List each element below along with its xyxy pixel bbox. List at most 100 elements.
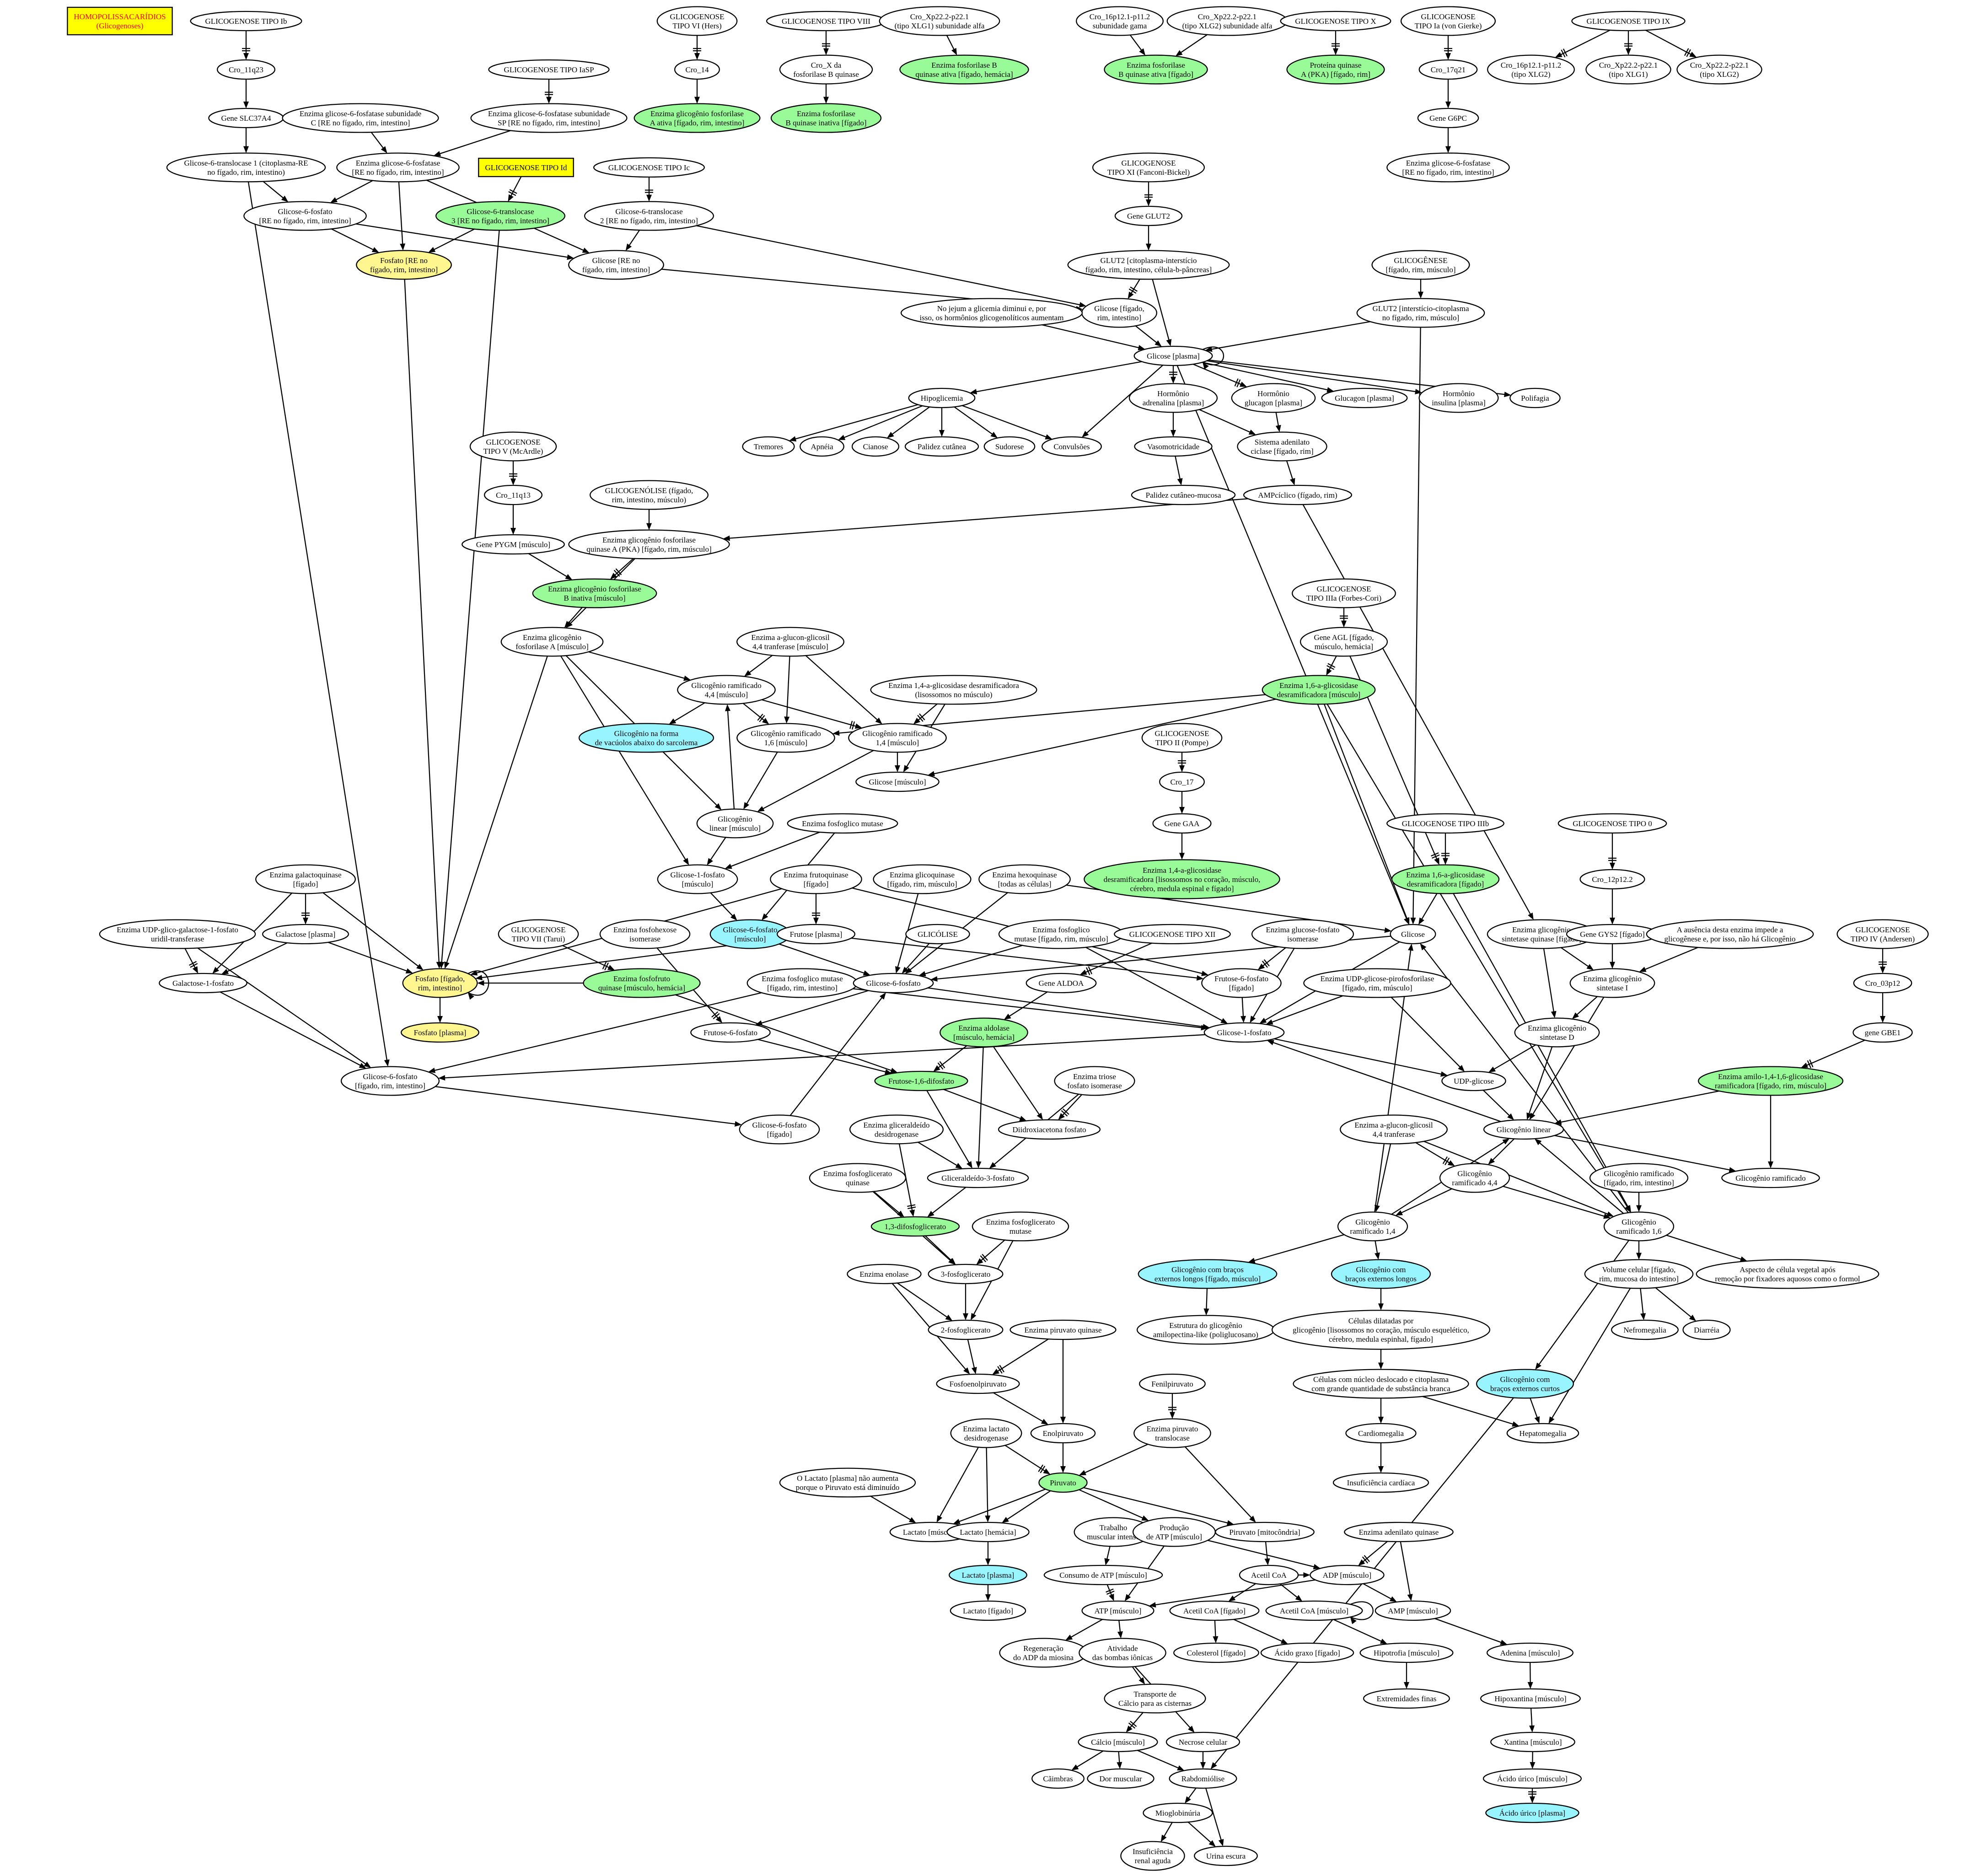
node-label-line: Enzima fosfoglico mutase — [762, 974, 843, 983]
node-label-line: [todas as células] — [998, 880, 1051, 888]
node-label-line: Aspecto de célula vegetal após — [1740, 1265, 1836, 1274]
node-label-line: Galactose [plasma] — [276, 930, 336, 939]
edge-self-loop — [1350, 1601, 1374, 1620]
edge-arrowhead — [1530, 1762, 1536, 1769]
edge-tee-bar — [939, 1061, 945, 1069]
edge-n120-n131 — [993, 1046, 1041, 1116]
node-label-line: [fígado, rim, intestino] — [355, 1081, 425, 1090]
node-n181: Lactato [fígado] — [950, 1600, 1026, 1621]
node-label-line: GLICOGENOSE — [1317, 585, 1371, 593]
edge-arrowhead — [1060, 1417, 1066, 1424]
edge-n045-n051 — [794, 404, 918, 440]
node-n018: Cro_Xp22.2-p22.1(tipo XLG1) — [1585, 54, 1671, 85]
node-label-line: Proteína quinase — [1310, 61, 1362, 70]
edge-arrowhead — [646, 194, 652, 202]
edge-n147-n153 — [1640, 1288, 1644, 1315]
node-label: Frutose [plasma] — [790, 930, 843, 939]
node-n010: Cro_11q23 — [216, 59, 276, 80]
edge-arrowhead — [243, 53, 249, 60]
edge-arrowhead — [1507, 1113, 1514, 1120]
edge-n191-n195 — [1118, 1751, 1120, 1764]
node-label: 3-fosfoglicerato — [941, 1270, 991, 1279]
node-n041: Glicose [fígado,rim, intestino] — [1081, 298, 1158, 328]
node-label-line: GLICOGENOSE — [1856, 925, 1910, 934]
node-n143: Enzima enolase — [847, 1263, 922, 1285]
node-label-line: Enzima UDP-glicose-pirofosforilase — [1321, 974, 1434, 983]
edge-tee-bar — [1561, 49, 1566, 58]
edge-tee-bar — [757, 714, 763, 721]
node-shape — [928, 1319, 1004, 1340]
node-n101: GLICOGENOSE TIPO XII — [1114, 924, 1231, 945]
node-shape — [1286, 54, 1385, 85]
edge-arrowhead — [838, 435, 846, 440]
node-shape — [583, 968, 701, 998]
edge-n165-n168 — [1079, 1489, 1144, 1519]
edge-arrowhead — [1395, 1210, 1403, 1216]
node-shape — [1646, 919, 1814, 949]
edge-n133-n136 — [1491, 1138, 1515, 1161]
node-label: Enzima piruvato quinase — [1024, 1326, 1101, 1334]
edge-arrowhead — [564, 621, 571, 628]
node-label-line: [músculo, hemácia] — [953, 1033, 1015, 1042]
node-shape — [927, 1167, 1029, 1188]
node-shape — [736, 627, 844, 657]
node-label: Gene PYGM [músculo] — [476, 540, 550, 549]
edge-arrowhead — [1535, 1362, 1541, 1370]
node-label: Glicose-6-fosfato[RE no fígado, rim, int… — [259, 207, 351, 225]
node-label-line: Cianose — [863, 442, 888, 451]
node-label-line: TIPO V (McArdle) — [483, 447, 543, 456]
edge-tee-bar — [1809, 1059, 1814, 1068]
node-n185: Ácido graxo [fígado] — [1260, 1642, 1354, 1663]
node-shape — [1043, 1564, 1163, 1586]
node-label-line: Acetil CoA [músculo] — [1280, 1607, 1348, 1615]
edge-arrowhead — [927, 1210, 934, 1217]
edge-arrowhead — [1058, 1113, 1065, 1120]
node-n050: Polifagia — [1509, 387, 1561, 409]
node-label: Nefromegalia — [1623, 1326, 1666, 1334]
edge-arrowhead — [970, 389, 977, 395]
edge-arrowhead — [1504, 392, 1511, 398]
node-label-line: (tipo XLG2) — [1700, 70, 1739, 79]
edge-arrowhead — [436, 962, 442, 969]
node-shape — [1390, 924, 1436, 945]
node-n079: Cro_17 — [1159, 771, 1205, 792]
node-shape — [1676, 54, 1762, 85]
node-label-line: Glicogênio ramificado — [751, 729, 821, 738]
node-label-line: Enzima glicogênio fosforilase — [650, 109, 744, 118]
node-label-line: Enolpiruvato — [1043, 1429, 1084, 1438]
node-shape — [1139, 1373, 1206, 1394]
node-shape — [1120, 1841, 1185, 1871]
node-shape — [1391, 864, 1500, 894]
edge-arrowhead — [955, 1163, 963, 1169]
edge-n158-n163 — [1530, 1398, 1538, 1419]
node-shape — [1030, 1423, 1096, 1444]
edge-n165-n169 — [1083, 1487, 1229, 1524]
node-shape — [1585, 54, 1671, 85]
node-label: Glicose-6-fosfato — [866, 979, 921, 988]
node-label-line: Enzima glicogênio — [1528, 1024, 1586, 1032]
edge-arrowhead — [1170, 1412, 1175, 1419]
node-label: ADP [músculo] — [1323, 1571, 1372, 1580]
node-n111: Enzima fosfoglico mutase[fígado, rim, in… — [746, 968, 858, 998]
node-shape — [950, 1418, 1022, 1448]
node-label: UDP-glicose — [1454, 1077, 1494, 1086]
edge-arrowhead — [610, 573, 617, 580]
edge-arrowhead — [1249, 1516, 1256, 1523]
edge-n147-n163 — [1551, 1288, 1631, 1419]
edge-arrowhead — [939, 430, 945, 437]
node-label-line: Enzima hexoquinase — [992, 871, 1057, 879]
node-shape — [1299, 627, 1388, 657]
node-label-line: Cro_14 — [686, 65, 709, 74]
edge-arrowhead — [1303, 1572, 1310, 1578]
node-shape — [1480, 1688, 1581, 1709]
edge-arrowhead — [683, 858, 689, 865]
edge-n149-n155 — [996, 1338, 1049, 1372]
